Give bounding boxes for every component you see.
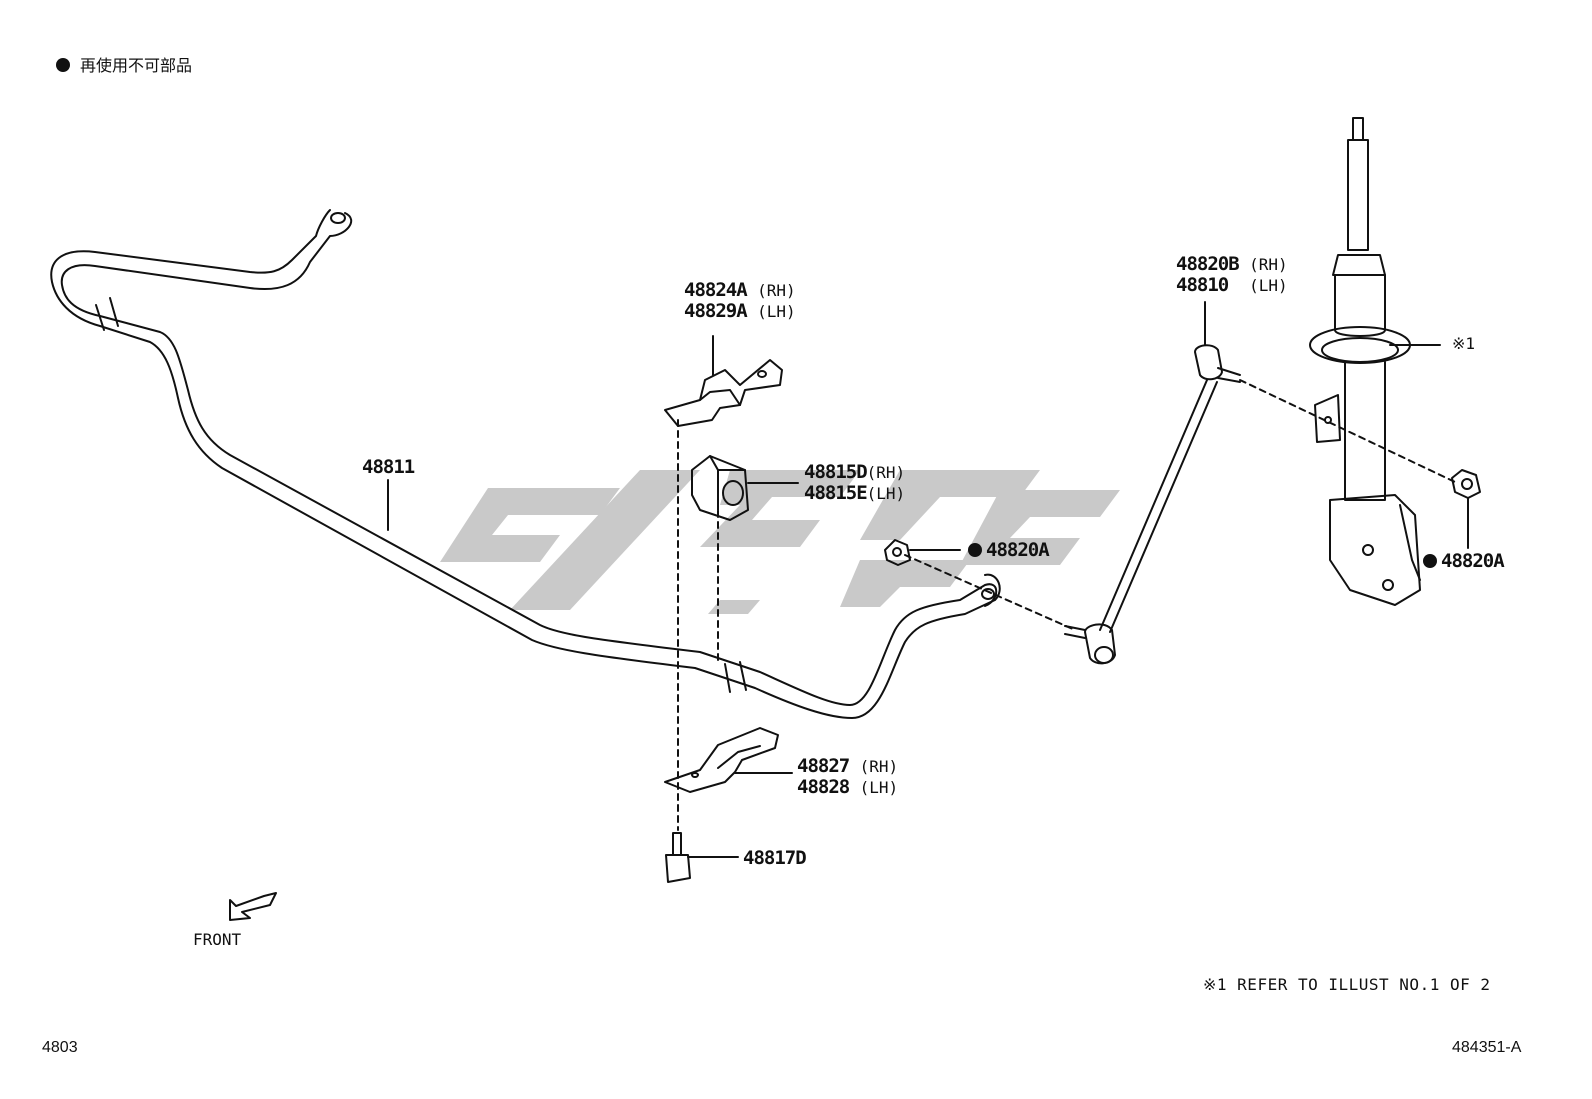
label-48815E: 48815E(LH) [804, 483, 905, 504]
label-48824A: 48824A (RH) [684, 280, 796, 301]
label-48811: 48811 [362, 456, 415, 478]
stabilizer-link-48820B [1064, 301, 1241, 665]
label-48820A-center: 48820A [968, 540, 1050, 561]
side-lh: (LH) [757, 302, 796, 321]
part-number: 48820B [1176, 253, 1240, 275]
strut-assembly [1309, 117, 1441, 606]
front-label: FRONT [193, 930, 242, 949]
front-arrow-icon [229, 892, 277, 921]
page-code-right: 484351-A [1452, 1039, 1522, 1056]
label-48827: 48827 (RH) [797, 756, 898, 777]
footnote: ※1 REFER TO ILLUST NO.1 OF 2 [1203, 975, 1491, 994]
stabilizer-bar-48811 [50, 209, 1001, 719]
filled-circle-icon [56, 58, 70, 72]
side-rh: (RH) [1249, 255, 1288, 274]
label-48815D: 48815D(RH) [804, 462, 905, 483]
label-48828: 48828 (LH) [797, 777, 898, 798]
part-number: 48827 [797, 755, 850, 777]
side-lh: (LH) [1249, 276, 1288, 295]
part-number: 48824A [684, 279, 748, 301]
label-48820A-right: 48820A [1423, 551, 1505, 572]
label-48817D: 48817D [743, 847, 807, 869]
side-rh: (RH) [866, 463, 906, 482]
part-number: 48810 [1176, 274, 1229, 296]
bolt-48817D [665, 832, 739, 883]
part-number: 48815E [804, 482, 868, 504]
part-number: 48829A [684, 300, 748, 322]
label-48810: 48810 (LH) [1176, 275, 1288, 296]
side-lh: (LH) [866, 484, 906, 503]
part-number: 48815D [804, 461, 868, 483]
side-rh: (RH) [859, 757, 899, 776]
page-code-left: 4803 [42, 1039, 78, 1056]
bracket-48824A [664, 335, 783, 427]
nut-48820A-right [1451, 469, 1481, 549]
nut-48820A-center [884, 539, 961, 566]
part-number: 48828 [797, 776, 850, 798]
label-48820B: 48820B (RH) [1176, 254, 1288, 275]
side-rh: (RH) [757, 281, 796, 300]
legend: 再使用不可部品 [56, 52, 192, 76]
assembly-lines [677, 379, 1456, 831]
side-lh: (LH) [859, 778, 899, 797]
label-48829A: 48829A (LH) [684, 301, 796, 322]
ref-marker: ※1 [1452, 334, 1476, 353]
bracket-48827 [664, 727, 793, 793]
legend-text: 再使用不可部品 [80, 56, 193, 75]
